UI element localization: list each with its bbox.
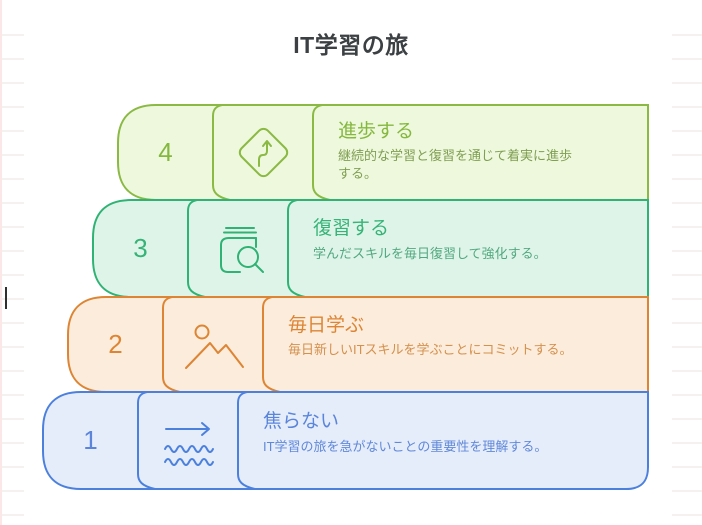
road-sign-turn-icon — [238, 127, 289, 178]
step-description: IT学習の旅を急がないことの重要性を理解する。 — [263, 439, 548, 454]
step-description: 継続的な学習と復習を通じて着実に進歩する。 — [338, 148, 573, 181]
mountain-climb-icon — [185, 324, 244, 369]
step-number: 1 — [83, 425, 98, 455]
step-title: 復習する — [313, 218, 390, 239]
background-grid-lines-left — [0, 12, 24, 525]
step-title: 焦らない — [263, 411, 340, 432]
step-row-1 — [42, 391, 649, 490]
text-cursor — [5, 287, 7, 309]
step-title: 進歩する — [338, 121, 415, 142]
step-number: 2 — [108, 329, 123, 359]
step-row-4 — [117, 104, 649, 201]
step-title: 毎日学ぶ — [288, 315, 365, 336]
page-title: IT学習の旅 — [293, 32, 409, 58]
background-grid-lines-right — [672, 12, 702, 525]
flow-waves-arrow-icon — [164, 422, 214, 466]
book-search-icon — [220, 227, 264, 273]
background-pink-edge-line — [0, 0, 2, 525]
step-description: 学んだスキルを毎日復習して強化する。 — [313, 246, 547, 261]
step-description: 毎日新しいITスキルを学ぶことにコミットする。 — [288, 342, 573, 357]
step-number: 3 — [133, 233, 148, 263]
step-number: 4 — [158, 137, 173, 167]
